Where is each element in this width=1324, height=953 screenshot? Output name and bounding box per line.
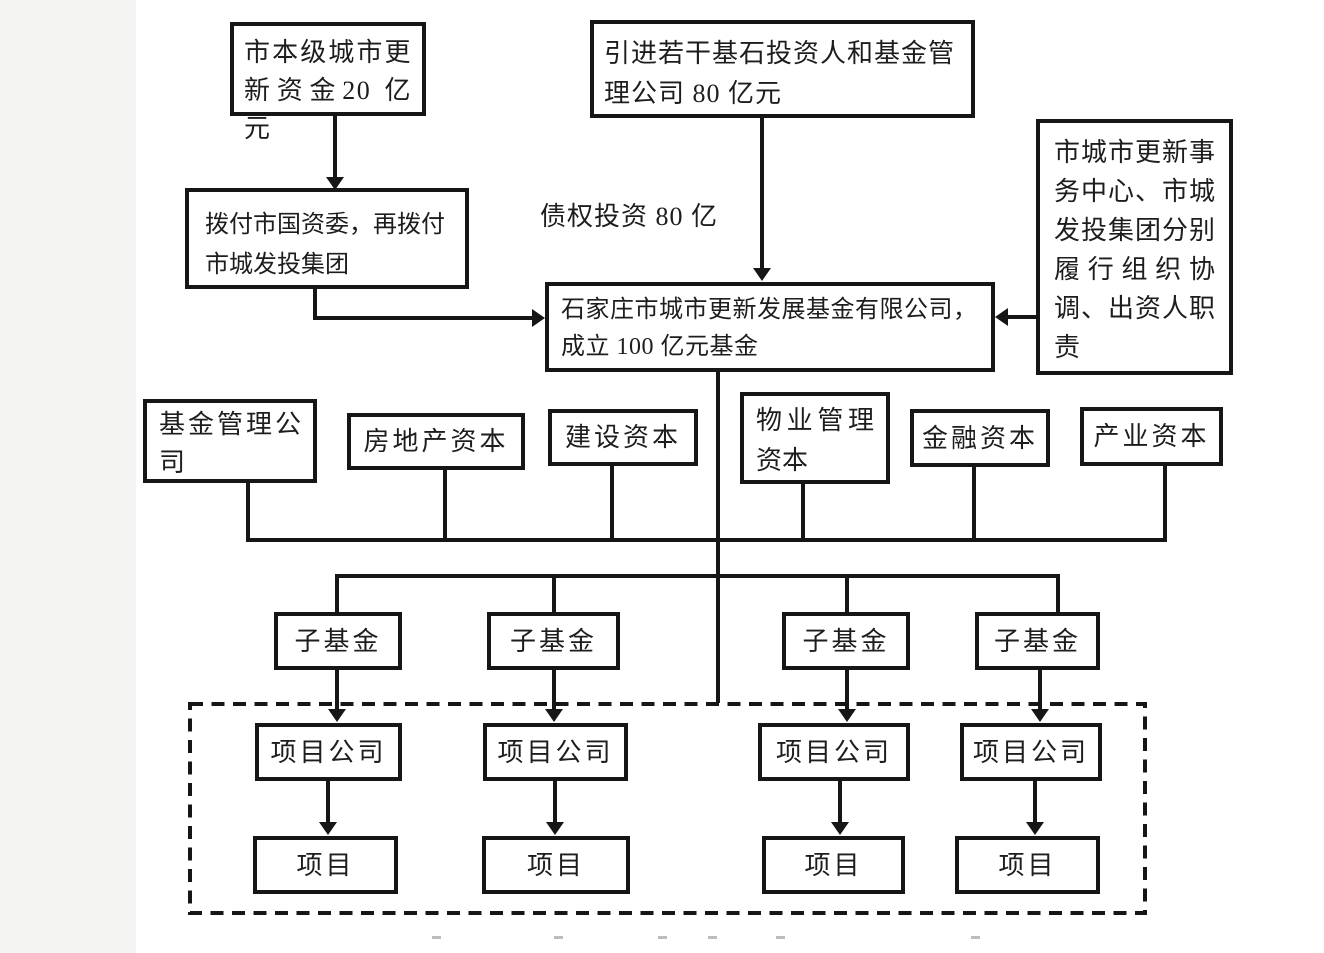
node-project-company-3: 项目公司	[758, 723, 910, 781]
page-margin-shade	[0, 0, 136, 953]
node-project-3: 项目	[762, 836, 905, 894]
connector-subfund-bus	[335, 574, 1060, 614]
node-allocation-path: 拨付市国资委，再拨付市城发投集团	[185, 188, 469, 289]
arrow-municipal-to-allocation	[326, 114, 344, 190]
node-subfund-1: 子基金	[274, 612, 402, 670]
arrow-duties-to-fund	[995, 308, 1038, 326]
debt-investment-label: 债权投资 80 亿	[540, 202, 719, 231]
node-subfund-4: 子基金	[975, 612, 1100, 670]
node-fund-management-company: 基金管理公司	[143, 399, 317, 483]
arrow-cornerstone-to-fund	[753, 116, 771, 281]
arrow-subfund-to-project-company	[328, 668, 1049, 722]
node-subfund-3: 子基金	[782, 612, 910, 670]
node-fund-company: 石家庄市城市更新发展基金有限公司，成立 100 亿元基金	[545, 282, 995, 372]
cutoff-caption-remnant	[432, 936, 980, 939]
node-industrial-capital: 产业资本	[1080, 407, 1223, 466]
node-real-estate-capital: 房地产资本	[347, 413, 525, 470]
node-project-company-1: 项目公司	[255, 723, 402, 781]
node-municipal-renewal-fund: 市本级城市更新资金20 亿元	[230, 22, 426, 143]
node-construction-capital: 建设资本	[548, 409, 698, 466]
node-project-2: 项目	[482, 836, 630, 894]
node-coordination-duties: 市城市更新事务中心、市城发投集团分别履行组织协调、出资人职责	[1036, 119, 1233, 375]
node-financial-capital: 金融资本	[910, 409, 1050, 467]
node-project-company-4: 项目公司	[960, 723, 1102, 781]
node-project-1: 项目	[253, 836, 398, 894]
node-project-4: 项目	[955, 836, 1100, 894]
node-project-company-2: 项目公司	[483, 723, 628, 781]
arrow-allocation-to-fund	[313, 287, 545, 327]
node-subfund-2: 子基金	[487, 612, 620, 670]
node-property-management-capital: 物业管理资本	[740, 392, 890, 484]
node-cornerstone-investors: 引进若干基石投资人和基金管理公司 80 亿元	[590, 20, 975, 118]
arrow-project-company-to-project	[319, 779, 1044, 835]
connector-capital-bus	[246, 464, 1167, 542]
dashed-project-boundary	[188, 702, 1147, 915]
